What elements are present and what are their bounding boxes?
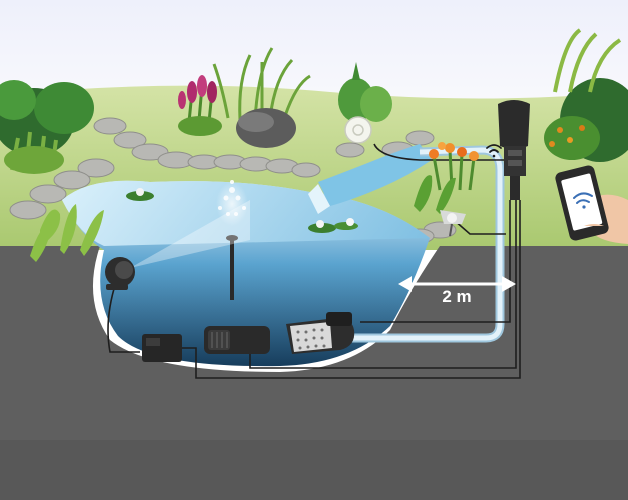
shrub-right (544, 28, 628, 162)
smartphone (555, 165, 628, 244)
arrow-right-icon (502, 276, 516, 292)
ground (0, 246, 628, 500)
garden-sphere-light (344, 116, 372, 144)
garden-spotlight (440, 210, 466, 237)
distance-label: 2 m (442, 287, 471, 306)
fountain-riser (230, 236, 234, 300)
shrub-center (338, 62, 392, 122)
filter-pump (286, 312, 355, 354)
flowers-by-stream (414, 142, 479, 214)
shrub-left (0, 80, 94, 174)
wifi-icon (486, 144, 502, 158)
transformer (142, 334, 182, 362)
flower-cluster-left (178, 75, 222, 136)
pond-underwater-light (105, 200, 250, 290)
fountain-spray (216, 180, 248, 226)
stream (318, 144, 432, 206)
filter-hose-inner (340, 147, 503, 341)
smart-control-box (498, 100, 530, 200)
ground-bottom (0, 440, 628, 500)
rock-background (236, 108, 296, 148)
arrow-left-icon (398, 276, 412, 292)
waterfall (308, 184, 330, 214)
distance-indicator: 2 m (398, 276, 516, 306)
water-lilies (126, 188, 358, 233)
water-iris (30, 204, 104, 262)
fountain-nozzle (226, 235, 238, 241)
fountain-pump (204, 326, 270, 354)
